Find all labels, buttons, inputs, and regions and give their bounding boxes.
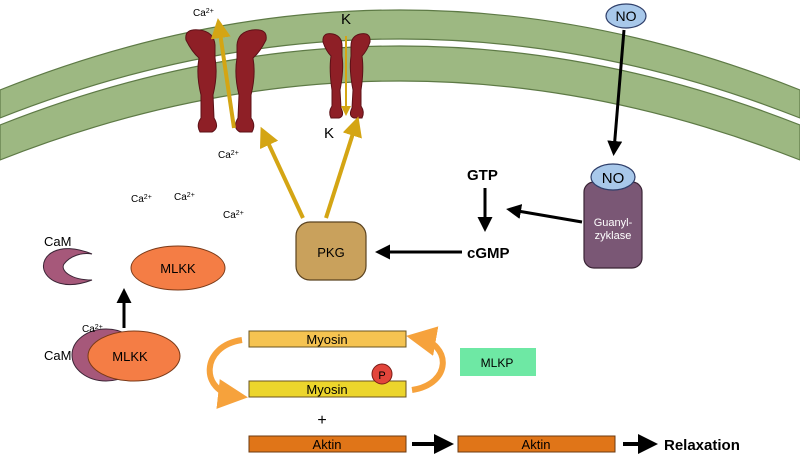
dephosphorylation-cycle-arrow-right — [406, 326, 446, 393]
phosphorylation-cycle-arrow-left — [206, 337, 248, 409]
relaxation-label: Relaxation — [664, 437, 740, 454]
aktin-label-left: Aktin — [313, 437, 342, 452]
myosin-top-bar: Myosin — [248, 330, 407, 348]
pkg-kinase: PKG — [295, 221, 367, 281]
aktin-label-right: Aktin — [522, 437, 551, 452]
cam-label-top: CaM — [44, 234, 71, 249]
pkg-label: PKG — [317, 245, 344, 260]
ca-label-inner: Ca2+ — [218, 150, 239, 161]
mlkk-label-top: MLKK — [160, 261, 196, 276]
no-molecule-bound: NO — [590, 163, 636, 191]
k-label-top: K — [341, 11, 351, 28]
guanylyl-label-line2: zyklase — [595, 230, 632, 242]
mlkk-top: MLKK — [130, 245, 226, 291]
myosin-label-bottom: Myosin — [306, 382, 347, 397]
cam-mlkk-complex: MLKK — [71, 328, 181, 382]
no-diffusion-arrow — [607, 29, 626, 156]
ca-label-free-1: Ca2+ — [131, 194, 152, 205]
myosin-bottom-bar: Myosin — [248, 380, 407, 398]
guanylyl-cyclase: Guanyl- zyklase — [583, 181, 643, 269]
phosphate-label: P — [378, 370, 385, 382]
aktin-left-bar: Aktin — [248, 435, 407, 453]
plus-sign: + — [317, 412, 326, 429]
ca-label-free-2: Ca2+ — [174, 192, 195, 203]
mlkp-label: MLKP — [481, 356, 514, 370]
cell-membrane — [0, 9, 800, 161]
k-label-bottom: K — [324, 125, 334, 142]
myosin-label-top: Myosin — [306, 332, 347, 347]
no-molecule-outside: NO — [605, 3, 647, 29]
cgmp-label: cGMP — [467, 245, 510, 262]
calcium-channel — [185, 29, 267, 133]
no-bound-label: NO — [602, 170, 625, 187]
cyclase-to-gtp-arrow — [506, 204, 583, 224]
pkg-to-potassium-channel-arrow — [324, 116, 362, 219]
mlkk-label-bottom: MLKK — [112, 349, 148, 364]
ca-label-complex: Ca2+ — [82, 324, 103, 335]
mlkp-phosphatase: MLKP — [460, 348, 536, 376]
cam-label-bottom: CaM — [44, 348, 71, 363]
calcium-efflux-arrow — [210, 18, 236, 129]
phosphate-group: P — [371, 363, 393, 385]
guanylyl-label-line1: Guanyl- — [594, 217, 633, 229]
ca-label-free-3: Ca2+ — [223, 210, 244, 221]
ca-label-top: Ca2+ — [193, 8, 214, 19]
pkg-to-calcium-channel-arrow — [259, 126, 305, 219]
cam-crescent-top — [42, 248, 93, 285]
aktin-right-bar: Aktin — [457, 435, 616, 453]
no-outside-label: NO — [616, 8, 637, 24]
gtp-label: GTP — [467, 167, 498, 184]
